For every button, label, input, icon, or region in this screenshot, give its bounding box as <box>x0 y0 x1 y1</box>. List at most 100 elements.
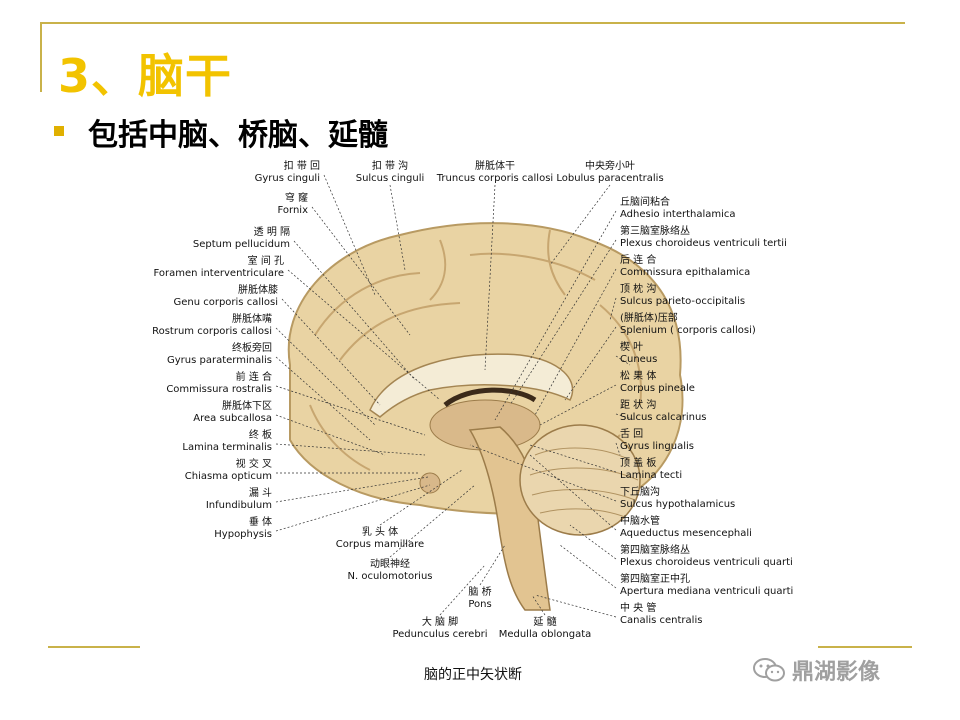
label-zh: 脑 桥 <box>468 585 491 598</box>
label-latin: Infundibulum <box>206 500 272 511</box>
figure-caption: 脑的正中矢状断 <box>424 667 522 683</box>
wechat-icon <box>753 658 785 682</box>
leader-line <box>439 564 486 616</box>
label-zh: 胼胝体膝 <box>238 283 278 296</box>
leader-line <box>311 206 411 336</box>
label-latin: Corpus mamillare <box>336 539 424 550</box>
leader-line <box>534 594 617 618</box>
label-latin: Corpus pineale <box>620 383 695 394</box>
leader-line <box>494 210 617 421</box>
leader-line <box>559 544 617 589</box>
label-latin: Septum pellucidum <box>193 239 290 250</box>
label-latin: Gyrus lingualis <box>620 441 694 452</box>
leader-line <box>275 476 429 503</box>
leader-line <box>275 414 386 456</box>
leader-line <box>379 469 463 526</box>
label-latin: Fornix <box>278 205 309 216</box>
label-latin: Rostrum corporis callosi <box>152 326 272 337</box>
label-zh: 楔 叶 <box>620 341 643 353</box>
label-latin: Commissura epithalamica <box>620 267 750 278</box>
label-latin: Lamina terminalis <box>182 442 272 453</box>
bullet-icon <box>54 126 64 136</box>
label-zh: 胼胝体干 <box>475 159 515 172</box>
label-latin: Splenium ( corporis callosi) <box>620 325 756 336</box>
leader-line <box>275 356 371 441</box>
leader-line <box>615 355 631 366</box>
label-zh: 前 连 合 <box>236 370 272 383</box>
label-latin: Medulla oblongata <box>499 629 592 640</box>
label-latin: Canalis centralis <box>620 615 702 626</box>
label-latin: Cuneus <box>620 354 657 365</box>
top-rule <box>40 22 905 24</box>
label-zh: 垂 体 <box>249 516 272 528</box>
label-latin: Foramen interventriculare <box>154 268 284 279</box>
leader-line <box>564 326 617 401</box>
leader-line <box>615 413 636 421</box>
label-latin: Sulcus cinguli <box>356 173 425 184</box>
label-zh: 顶 枕 沟 <box>620 282 656 295</box>
third-ventricle <box>443 387 537 408</box>
label-latin: Pedunculus cerebri <box>392 629 487 640</box>
label-latin: N. oculomotorius <box>347 571 432 582</box>
leader-line <box>509 239 617 406</box>
watermark-text: 鼎湖影像 <box>792 660 881 685</box>
label-zh: 顶 盖 板 <box>620 456 656 469</box>
label-latin: Hypophysis <box>214 529 272 540</box>
leader-line <box>323 174 376 296</box>
label-zh: 舌 回 <box>620 428 643 440</box>
label-latin: Commissura rostralis <box>166 384 272 395</box>
cerebellum-folia <box>529 447 639 518</box>
bullet-text: 包括中脑、桥脑、延髓 <box>88 118 388 153</box>
label-latin: Lobulus paracentralis <box>556 173 663 184</box>
label-latin: Pons <box>468 599 491 610</box>
leader-line <box>287 269 441 401</box>
label-latin: Sulcus parieto-occipitalis <box>620 296 745 307</box>
label-zh: 大 脑 脚 <box>422 615 458 628</box>
label-zh: 中 央 管 <box>620 601 656 614</box>
bottom-right-rule <box>818 646 912 648</box>
label-zh: 胼胝体嘴 <box>232 312 272 325</box>
leader-line <box>484 184 496 371</box>
label-zh: 胼胝体下区 <box>222 399 272 412</box>
label-zh: 第四脑室脉络丛 <box>620 543 690 556</box>
label-latin: Chiasma opticum <box>185 471 272 482</box>
label-zh: 终 板 <box>249 428 272 441</box>
leader-line <box>529 454 617 531</box>
label-zh: 中脑水管 <box>620 514 660 527</box>
label-latin: Adhesio interthalamica <box>620 209 736 220</box>
label-latin: Sulcus calcarinus <box>620 412 707 423</box>
label-latin: Plexus choroideus ventriculi tertii <box>620 238 787 249</box>
label-latin: Aqueductus mesencephali <box>620 528 752 539</box>
leader-line <box>275 327 376 426</box>
label-latin: Plexus choroideus ventriculi quarti <box>620 557 793 568</box>
leader-line <box>275 443 426 456</box>
